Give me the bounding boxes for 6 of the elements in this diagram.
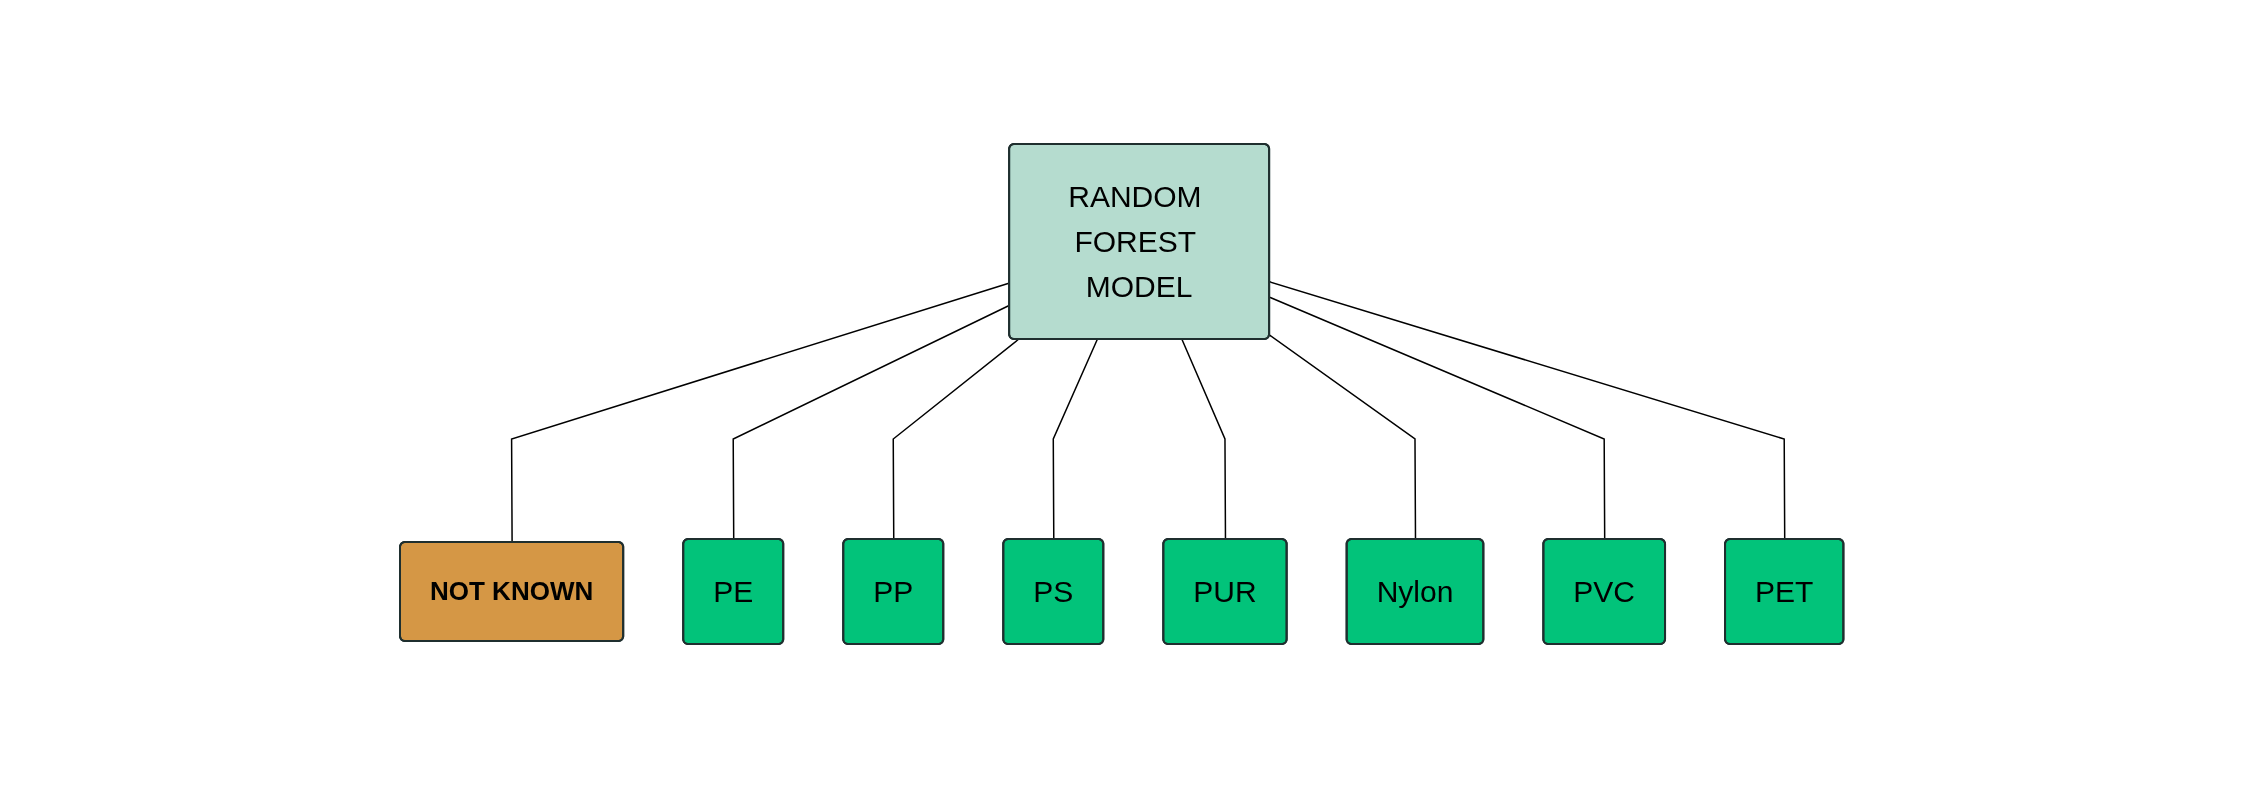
connector [1052,338,1099,540]
connector [1181,338,1227,540]
connector [1269,280,1786,540]
connector [1269,333,1417,540]
connector [892,338,1020,540]
connector [1269,295,1606,540]
